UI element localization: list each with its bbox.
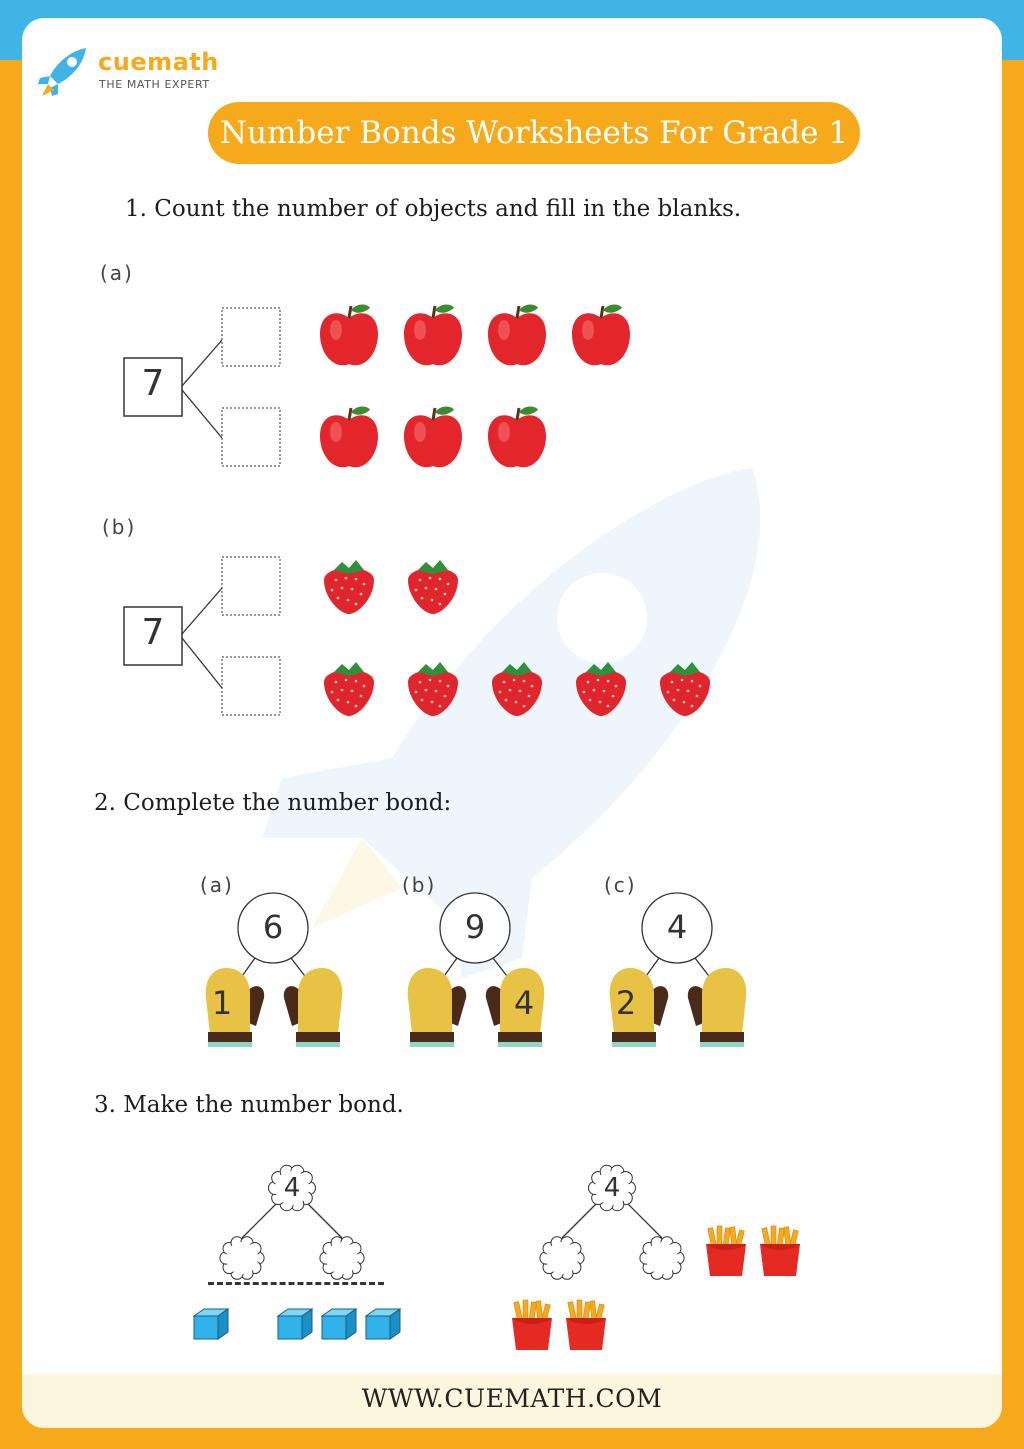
worksheet-title: Number Bonds Worksheets For Grade 1 — [208, 102, 860, 164]
footer-band — [22, 1374, 1002, 1428]
apple-icon — [404, 304, 462, 366]
strawberry-row-bottom — [316, 654, 736, 724]
fries-icon — [512, 1299, 552, 1350]
worksheet-page: cuemath THE MATH EXPERT Number Bonds Wor… — [22, 18, 1002, 1428]
cube-group-2 — [274, 1306, 406, 1346]
mitten-icon — [407, 968, 467, 1047]
strawberry-icon — [660, 662, 710, 716]
q3-left-whole: 4 — [283, 1173, 301, 1203]
mitten-bond-label: (b) — [402, 873, 437, 897]
cube-icon — [320, 1308, 358, 1340]
cube-icon — [276, 1308, 314, 1340]
mitten-icon — [687, 968, 747, 1047]
footer-website: WWW.CUEMATH.COM — [361, 1384, 663, 1413]
mitten-icon — [205, 968, 265, 1047]
question-3-text: 3. Make the number bond. — [94, 1092, 404, 1118]
apple-row-bottom — [316, 402, 568, 478]
mitten-icon — [485, 968, 545, 1047]
mitten-bond-whole: 6 — [262, 908, 284, 946]
q1a-bond-diagram — [123, 307, 281, 467]
brand-tagline: THE MATH EXPERT — [99, 78, 210, 91]
apple-icon — [320, 304, 378, 366]
fries-icon — [706, 1225, 746, 1276]
q3-bond-right — [539, 1164, 685, 1280]
mitten-bond-left-part: 1 — [211, 984, 233, 1022]
question-1-text: 1. Count the number of objects and fill … — [125, 196, 742, 222]
q1-part-a-label: (a) — [100, 261, 134, 285]
strawberry-icon — [324, 662, 374, 716]
apple-icon — [404, 406, 462, 468]
brand-name: cuemath — [98, 48, 219, 76]
q1a-blank-top — [221, 307, 281, 367]
strawberry-icon — [324, 560, 374, 614]
cube-group-1 — [190, 1306, 234, 1346]
apple-icon — [320, 406, 378, 468]
fries-group-1 — [702, 1224, 810, 1282]
cube-icon — [192, 1308, 230, 1340]
apple-row-top — [316, 300, 652, 376]
rocket-watermark-icon — [262, 468, 761, 978]
mitten-bond-left-part: 2 — [615, 984, 637, 1022]
strawberry-icon — [408, 662, 458, 716]
mitten-bond-label: (a) — [200, 873, 234, 897]
q1b-blank-bottom — [221, 656, 281, 716]
q3-answer-line — [208, 1282, 384, 1285]
fries-icon — [566, 1299, 606, 1350]
q1a-whole-number: 7 — [141, 363, 165, 404]
strawberry-row-top — [316, 552, 484, 622]
q1b-blank-top — [221, 556, 281, 616]
fries-icon — [760, 1225, 800, 1276]
mitten-bond-whole: 4 — [666, 908, 688, 946]
q1a-blank-bottom — [221, 407, 281, 467]
apple-icon — [488, 304, 546, 366]
mitten-bond-whole: 9 — [464, 908, 486, 946]
apple-icon — [488, 406, 546, 468]
mitten-icon — [609, 968, 669, 1047]
mitten-icon — [283, 968, 343, 1047]
q3-right-whole: 4 — [603, 1173, 621, 1203]
q3-bond-left — [219, 1164, 365, 1280]
mitten-bond-right-part: 4 — [513, 984, 535, 1022]
apple-icon — [572, 304, 630, 366]
cube-icon — [364, 1308, 402, 1340]
cuemath-rocket-logo-icon — [38, 48, 86, 96]
q1b-bond-diagram — [123, 556, 281, 716]
strawberry-icon — [492, 662, 542, 716]
q1b-whole-number: 7 — [141, 612, 165, 653]
strawberry-icon — [408, 560, 458, 614]
mitten-bond-label: (c) — [604, 873, 637, 897]
strawberry-icon — [576, 662, 626, 716]
fries-group-2 — [508, 1298, 616, 1356]
q1-part-b-label: (b) — [102, 515, 137, 539]
question-2-text: 2. Complete the number bond: — [94, 790, 452, 816]
